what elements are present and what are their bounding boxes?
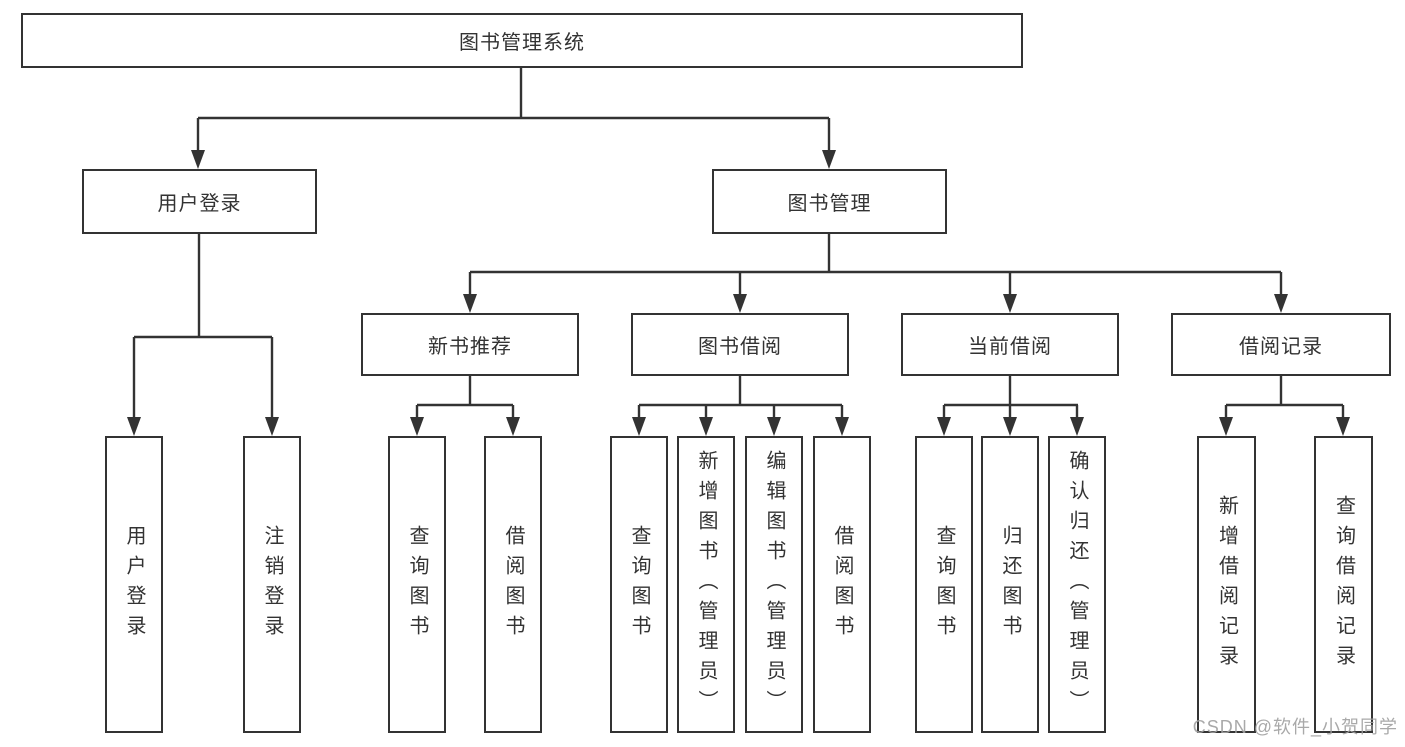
node-label-leaf-query-books-cur: 查询图书	[933, 524, 955, 645]
node-library-system: 图书管理系统	[21, 13, 1023, 68]
node-label-leaf-user-login: 用户登录	[123, 524, 145, 645]
arrowhead-down-icon	[1070, 417, 1084, 436]
node-label-leaf-add-borrow-record: 新增借阅记录	[1215, 494, 1238, 675]
node-leaf-query-books-bor: 查询图书	[610, 436, 668, 733]
node-label-leaf-query-books-bor: 查询图书	[628, 524, 650, 645]
arrowhead-down-icon	[191, 150, 205, 169]
arrowhead-down-icon	[1274, 294, 1288, 313]
node-label-leaf-borrow-books-bor: 借阅图书	[831, 524, 853, 645]
node-label-library-system: 图书管理系统	[459, 32, 585, 54]
node-label-leaf-edit-book-admin: 编辑图书（管理员）	[763, 449, 785, 720]
node-leaf-borrow-books-bor: 借阅图书	[813, 436, 871, 733]
node-leaf-add-book-admin: 新增图书（管理员）	[677, 436, 735, 733]
arrowhead-down-icon	[410, 417, 424, 436]
arrowhead-down-icon	[822, 150, 836, 169]
arrowhead-down-icon	[1003, 417, 1017, 436]
arrowhead-down-icon	[733, 294, 747, 313]
node-borrowing-records: 借阅记录	[1171, 313, 1391, 376]
node-label-user-login: 用户登录	[157, 193, 242, 215]
node-book-borrowing: 图书借阅	[631, 313, 849, 376]
arrowhead-down-icon	[127, 417, 141, 436]
arrowhead-down-icon	[937, 417, 951, 436]
node-user-login: 用户登录	[82, 169, 317, 234]
arrowhead-down-icon	[265, 417, 279, 436]
node-leaf-query-books-rec: 查询图书	[388, 436, 446, 733]
arrowhead-down-icon	[632, 417, 646, 436]
node-leaf-borrow-books-rec: 借阅图书	[484, 436, 542, 733]
node-leaf-query-borrow-record: 查询借阅记录	[1314, 436, 1373, 733]
arrowhead-down-icon	[699, 417, 713, 436]
node-label-leaf-add-book-admin: 新增图书（管理员）	[695, 449, 717, 720]
arrowhead-down-icon	[835, 417, 849, 436]
node-label-leaf-return-book: 归还图书	[999, 524, 1021, 645]
node-leaf-logout: 注销登录	[243, 436, 301, 733]
arrowhead-down-icon	[1336, 417, 1350, 436]
node-label-leaf-borrow-books-rec: 借阅图书	[502, 524, 524, 645]
node-book-management: 图书管理	[712, 169, 947, 234]
node-leaf-return-book: 归还图书	[981, 436, 1039, 733]
node-label-book-borrowing: 图书借阅	[698, 336, 782, 358]
node-leaf-edit-book-admin: 编辑图书（管理员）	[745, 436, 803, 733]
node-label-leaf-logout: 注销登录	[261, 524, 283, 645]
arrowhead-down-icon	[1003, 294, 1017, 313]
node-leaf-user-login: 用户登录	[105, 436, 163, 733]
arrowhead-down-icon	[463, 294, 477, 313]
node-label-new-book-recommend: 新书推荐	[428, 336, 512, 358]
node-label-book-management: 图书管理	[787, 193, 872, 215]
node-label-leaf-confirm-return: 确认归还（管理员）	[1066, 449, 1088, 720]
node-current-borrowing: 当前借阅	[901, 313, 1119, 376]
node-label-current-borrowing: 当前借阅	[968, 336, 1052, 358]
node-label-borrowing-records: 借阅记录	[1239, 336, 1323, 358]
node-label-leaf-query-borrow-record: 查询借阅记录	[1332, 494, 1355, 675]
node-label-leaf-query-books-rec: 查询图书	[406, 524, 428, 645]
node-leaf-add-borrow-record: 新增借阅记录	[1197, 436, 1256, 733]
node-leaf-query-books-cur: 查询图书	[915, 436, 973, 733]
arrowhead-down-icon	[1219, 417, 1233, 436]
node-new-book-recommend: 新书推荐	[361, 313, 579, 376]
arrowhead-down-icon	[767, 417, 781, 436]
arrowhead-down-icon	[506, 417, 520, 436]
node-leaf-confirm-return: 确认归还（管理员）	[1048, 436, 1106, 733]
